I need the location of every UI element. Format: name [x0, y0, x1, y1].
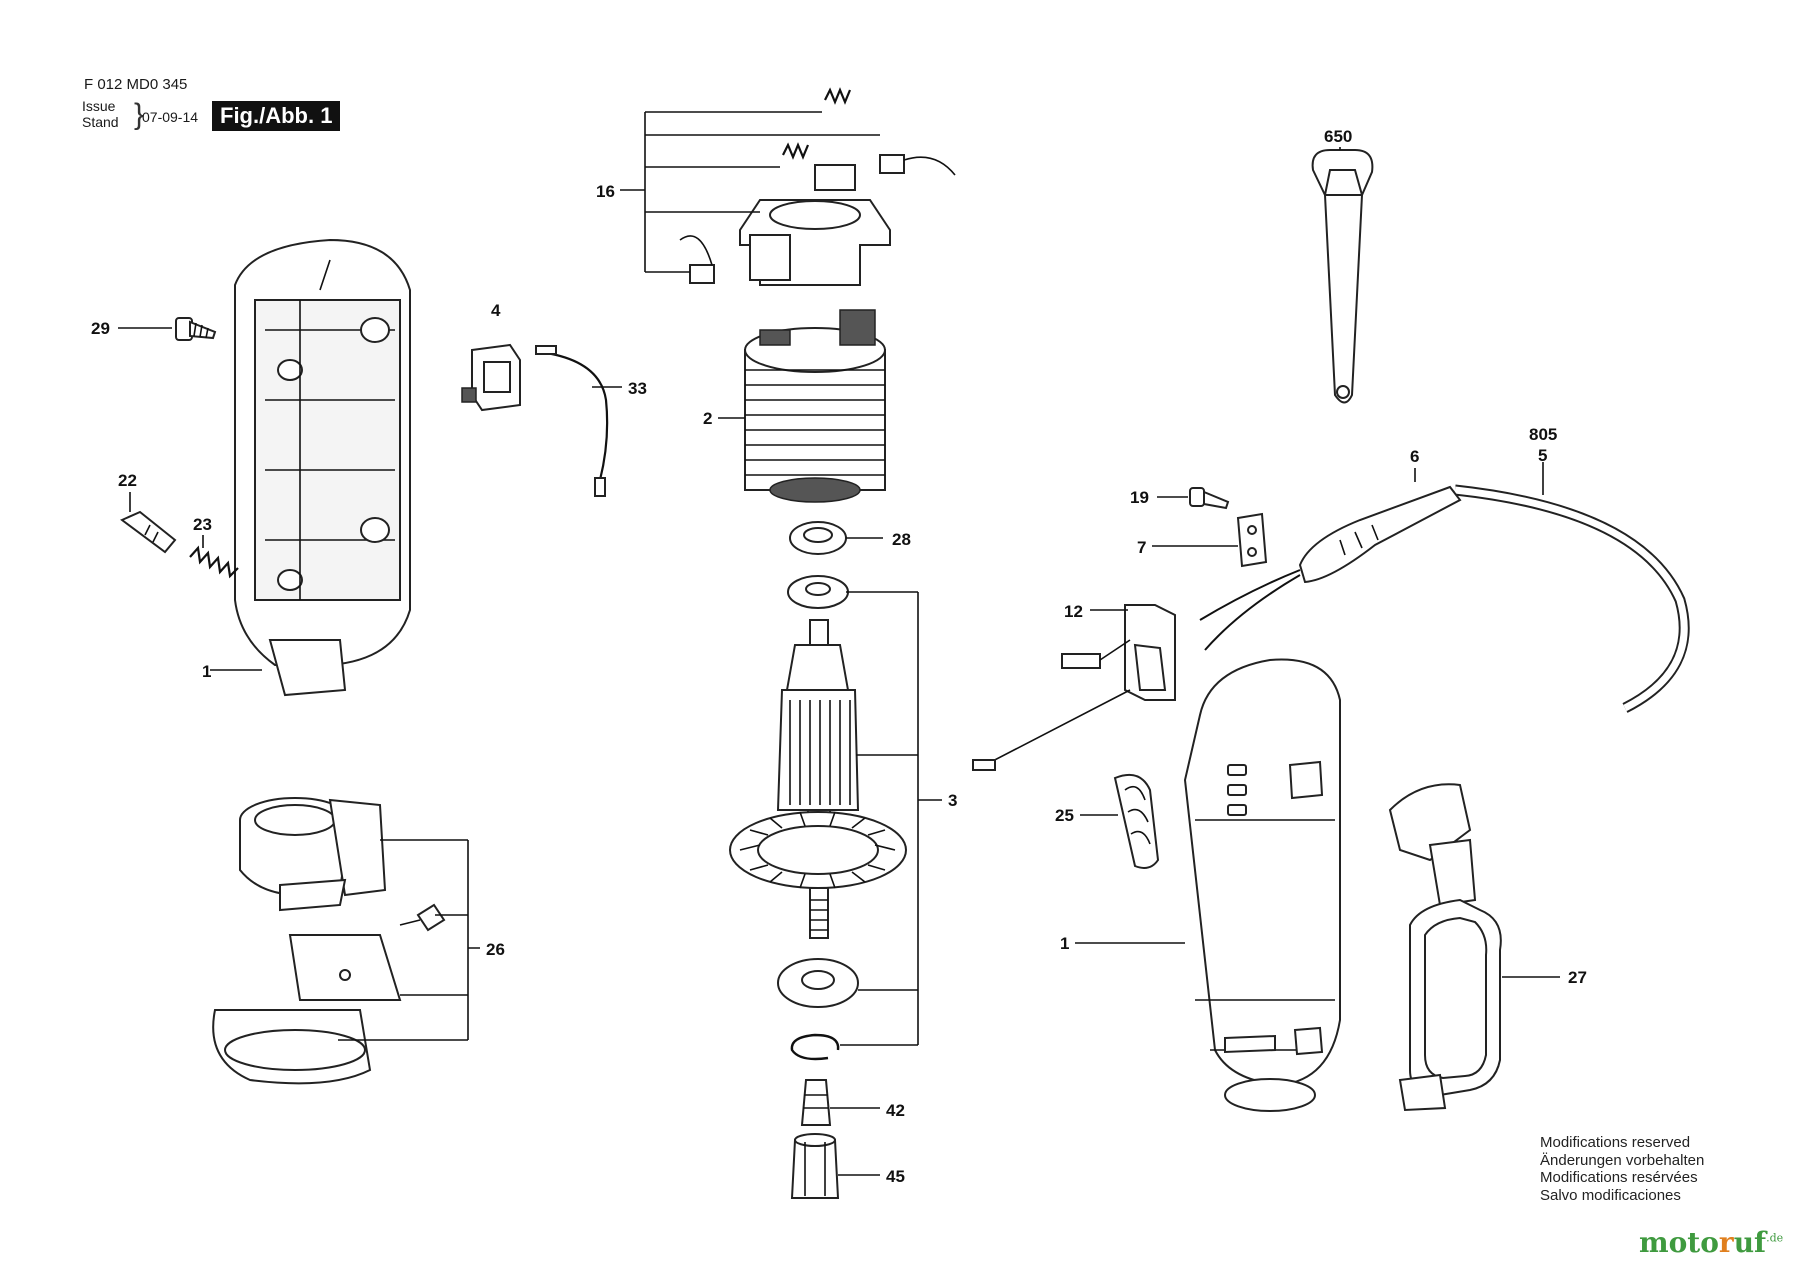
callout-23: 23 [193, 515, 212, 534]
callout-4: 4 [491, 301, 501, 320]
suppressor-12-drawing [972, 604, 1176, 771]
collet-42-drawing [800, 1079, 832, 1126]
issue-label: Issue [82, 98, 116, 114]
wrench-650-drawing [1311, 149, 1374, 404]
brush-holder-16-drawing [679, 87, 956, 286]
screw-19-drawing [1189, 487, 1230, 510]
callout-19: 19 [1130, 488, 1149, 507]
tool-body-1-drawing [1183, 658, 1341, 1112]
housing-half-drawing [234, 238, 411, 697]
issue-date: 07-09-14 [142, 109, 199, 125]
callout-2: 2 [703, 409, 712, 428]
callout-650: 650 [1324, 127, 1352, 146]
drawing-code: F 012 MD0 345 [84, 76, 188, 93]
callout-3: 3 [948, 791, 957, 810]
callout-805: 805 [1529, 425, 1557, 444]
modifications-line-en: Modifications reserved [1540, 1134, 1691, 1151]
issue-stand-labels: Issue Stand [82, 98, 119, 130]
switch-button-25-drawing [1113, 774, 1160, 869]
callout-45: 45 [886, 1167, 905, 1186]
ring-28-drawing [789, 521, 847, 555]
motoruf-watermark-logo: motoruf.de [1639, 1226, 1784, 1259]
guide-26-drawing [212, 797, 446, 1085]
modifications-line-es: Salvo modificaciones [1540, 1186, 1681, 1204]
callout-25: 25 [1055, 806, 1074, 825]
switch-4-drawing [461, 343, 521, 412]
spring-23-drawing [189, 545, 239, 579]
brace-glyph: } [134, 98, 145, 131]
field-coil-2-drawing [744, 309, 886, 503]
modifications-line-de: Änderungen vorbehalten [1540, 1151, 1705, 1169]
cable-33-drawing [535, 345, 609, 497]
callout-27: 27 [1568, 968, 1587, 987]
cover-27-drawing [1388, 783, 1502, 1112]
figure-label: Fig./Abb. 1 [212, 101, 341, 131]
callout-42: 42 [886, 1101, 905, 1120]
screw-22-drawing [120, 510, 177, 554]
armature-3-drawing [729, 575, 907, 1061]
clamp-7-drawing [1236, 512, 1268, 568]
callout-1-housing: 1 [202, 662, 211, 681]
leader-lines [118, 111, 1560, 1176]
modifications-notice: Modifications reserved Änderungen vorbeh… [1540, 1134, 1704, 1204]
stand-label: Stand [82, 114, 119, 130]
callout-22: 22 [118, 471, 137, 490]
callout-33: 33 [628, 379, 647, 398]
cable-5-drawing [1199, 484, 1690, 713]
callout-1-tool: 1 [1060, 934, 1069, 953]
callout-7: 7 [1137, 538, 1146, 557]
screw-29-drawing [175, 317, 217, 341]
modifications-line-fr: Modifications resérvées [1540, 1169, 1698, 1186]
callout-6: 6 [1410, 447, 1419, 466]
callout-28: 28 [892, 530, 911, 549]
callout-5: 5 [1538, 446, 1547, 465]
callout-26: 26 [486, 940, 505, 959]
callout-29: 29 [91, 319, 110, 338]
callout-12: 12 [1064, 602, 1083, 621]
callout-16: 16 [596, 182, 615, 201]
nut-45-drawing [790, 1133, 840, 1199]
